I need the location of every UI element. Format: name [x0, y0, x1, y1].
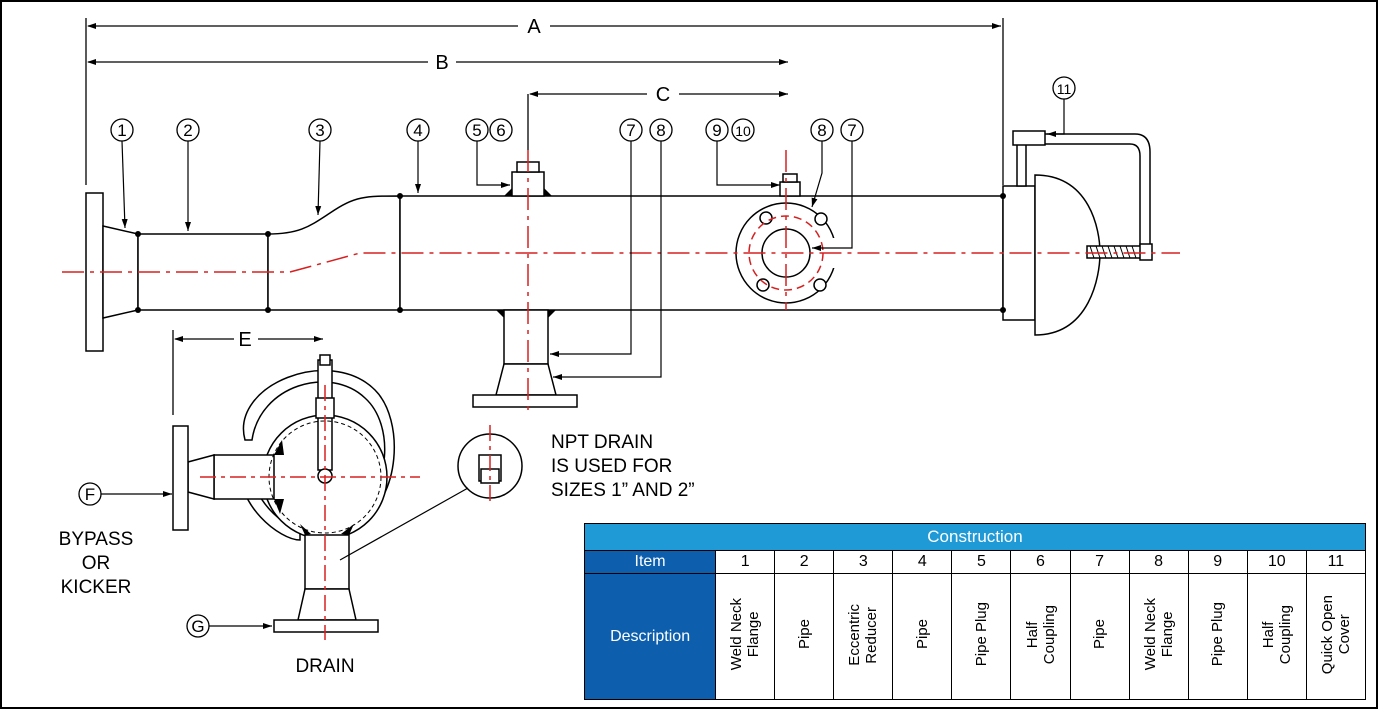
callout-8a: 8: [656, 121, 665, 140]
table-title-row: Construction: [584, 523, 1366, 551]
table-item-description: Half Coupling: [1010, 573, 1071, 700]
table-item-description-text: Pipe: [913, 619, 931, 650]
centerlines: [62, 150, 1180, 412]
table-item-description-text: Weld Neck Flange: [728, 598, 763, 671]
table-item-number: 8: [1128, 550, 1189, 574]
callout-f-label: F: [85, 485, 95, 504]
table-item-description-text: Pipe Plug: [1209, 602, 1227, 667]
table-item-number: 3: [833, 550, 894, 574]
description-header: Description: [583, 573, 717, 700]
npt-note-line-1: NPT DRAIN: [551, 432, 653, 453]
item-callout-numbers: 1 2 3 4 5 6 7 8 9 10 8 7 11: [117, 81, 1071, 140]
callout-7a: 7: [626, 121, 635, 140]
table-item-description: Pipe Plug: [1187, 573, 1248, 700]
item-header: Item: [583, 550, 717, 574]
table-item-description-text: Pipe: [1091, 619, 1109, 650]
table-item-number: 2: [774, 550, 835, 574]
table-item-number: 10: [1246, 550, 1307, 574]
table-item-description: Eccentric Reducer: [833, 573, 894, 700]
dimension-e: [172, 330, 323, 415]
callout-4: 4: [413, 121, 422, 140]
npt-drain-note: NPT DRAIN IS USED FOR SIZES 1” AND 2”: [551, 432, 695, 501]
davit-screw-hatch: [1089, 245, 1137, 259]
callout-2: 2: [183, 121, 192, 140]
callout-6: 6: [496, 121, 505, 140]
table-item-description-text: Half Coupling: [1023, 604, 1058, 665]
table-item-description: Quick Open Cover: [1305, 573, 1367, 700]
npt-note-line-3: SIZES 1” AND 2”: [551, 480, 695, 501]
bypass-line-3: KICKER: [61, 577, 132, 598]
dim-label-e: E: [238, 329, 251, 351]
table-item-description: Pipe: [774, 573, 835, 700]
callout-5: 5: [472, 121, 481, 140]
table-item-description-text: Pipe Plug: [972, 602, 990, 667]
bypass-line-1: BYPASS: [59, 529, 134, 550]
table-item-description-text: Half Coupling: [1259, 604, 1294, 665]
table-item-description: Pipe: [892, 573, 953, 700]
callout-3: 3: [315, 121, 324, 140]
table-title: Construction: [584, 523, 1366, 551]
leader-lines: [121, 99, 1065, 380]
table-item-description-text: Eccentric Reducer: [846, 603, 881, 666]
table-item-number: 6: [1010, 550, 1071, 574]
npt-drain-leader: [339, 487, 469, 561]
end-view: [172, 354, 523, 633]
bypass-line-2: OR: [82, 553, 111, 574]
kicker-bolt-circle: [748, 215, 824, 291]
table-item-number: 7: [1069, 550, 1130, 574]
table-item-description: Pipe: [1069, 573, 1130, 700]
callout-8b: 8: [817, 121, 826, 140]
table-item-description-text: Pipe: [795, 619, 813, 650]
table-item-description: Weld Neck Flange: [715, 573, 776, 700]
dimension-c: [527, 91, 788, 150]
table-item-description: Weld Neck Flange: [1128, 573, 1189, 700]
callout-f: [78, 482, 272, 638]
end-view-welds: [274, 440, 354, 535]
table-description-row: Description Weld Neck Flange Pipe Eccentri…: [583, 573, 1367, 700]
table-item-number: 9: [1187, 550, 1248, 574]
callout-7b: 7: [847, 121, 856, 140]
dimension-a: [85, 18, 1004, 185]
npt-note-line-2: IS USED FOR: [551, 456, 672, 477]
side-view: [85, 130, 1153, 408]
item-callouts: [110, 76, 1076, 142]
table-item-number: 4: [892, 550, 953, 574]
table-item-description: Half Coupling: [1246, 573, 1307, 700]
table-item-number: 11: [1305, 550, 1367, 574]
dim-label-a: A: [527, 16, 541, 38]
callout-11: 11: [1057, 81, 1072, 97]
drain-label: DRAIN: [295, 656, 354, 677]
table-item-description: Pipe Plug: [951, 573, 1012, 700]
table-item-description-text: Weld Neck Flange: [1141, 598, 1176, 671]
table-item-description-text: Quick Open Cover: [1318, 594, 1353, 675]
table-item-number: 5: [951, 550, 1012, 574]
dim-label-c: C: [656, 84, 670, 106]
weld-marks: [135, 188, 1006, 318]
callout-9: 9: [712, 121, 721, 140]
bypass-note: BYPASS OR KICKER: [59, 529, 134, 598]
dim-label-b: B: [435, 52, 448, 74]
table-item-number: 1: [715, 550, 776, 574]
callout-10: 10: [735, 123, 751, 139]
callout-g-label: G: [191, 617, 204, 636]
end-view-centerlines: [200, 385, 491, 640]
callout-1: 1: [117, 121, 126, 140]
